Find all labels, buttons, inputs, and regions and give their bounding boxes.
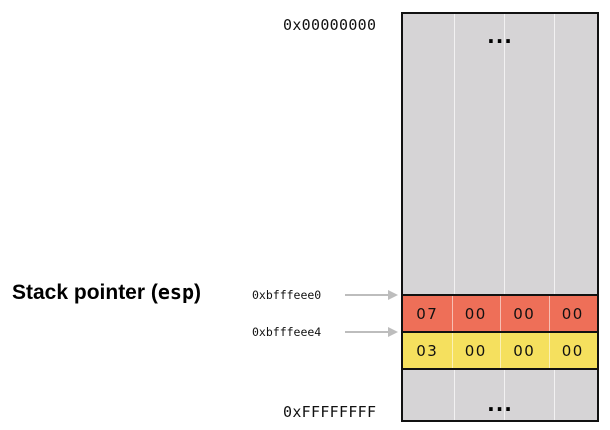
top-ellipsis: ... xyxy=(487,24,513,48)
bottom-ellipsis: ... xyxy=(487,392,513,416)
top-address-label: 0x00000000 xyxy=(283,16,377,34)
esp-arrow-icon xyxy=(345,290,398,300)
memory-row-esp-plus-4: 03 00 00 00 xyxy=(403,331,597,370)
esp-address-label: 0xbfffeee0 xyxy=(252,288,322,302)
memory-byte: 07 xyxy=(416,304,439,323)
memory-byte: 00 xyxy=(548,296,598,331)
memory-byte: 00 xyxy=(451,333,501,368)
memory-byte: 00 xyxy=(451,296,501,331)
column-divider xyxy=(454,14,455,420)
stack-pointer-label: Stack pointer (esp) xyxy=(12,280,201,305)
column-divider xyxy=(504,14,505,420)
memory-byte: 03 xyxy=(416,341,439,360)
esp-plus-4-arrow-icon xyxy=(345,327,398,337)
memory-row-esp: 07 00 00 00 xyxy=(403,294,597,331)
bottom-address-label: 0xFFFFFFFF xyxy=(283,403,377,421)
stack-pointer-register: esp xyxy=(157,280,194,304)
stack-pointer-label-close: ) xyxy=(194,281,201,304)
esp-plus-4-address-label: 0xbfffeee4 xyxy=(252,325,322,339)
memory-block: ... 07 00 00 00 03 00 00 00 ... xyxy=(401,12,599,422)
memory-byte: 00 xyxy=(500,296,549,331)
column-divider xyxy=(554,14,555,420)
memory-byte: 00 xyxy=(548,333,598,368)
stack-pointer-label-text: Stack pointer ( xyxy=(12,281,158,304)
memory-byte: 00 xyxy=(500,333,549,368)
